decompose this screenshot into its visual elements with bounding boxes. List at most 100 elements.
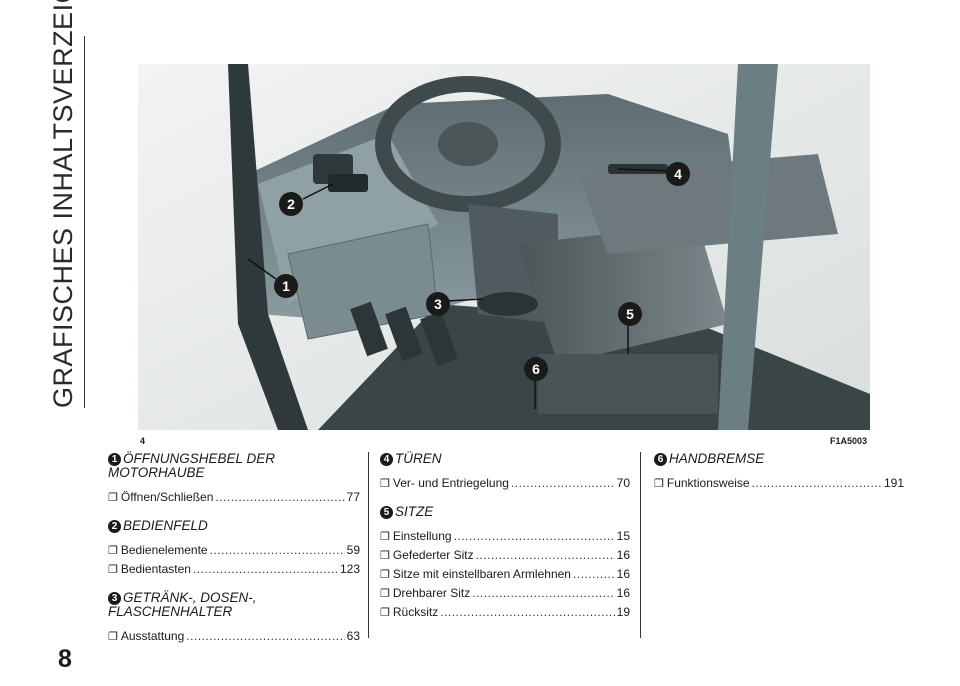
toc-entry[interactable]: ❐ Bedienelemente 59 xyxy=(108,541,360,560)
callout-6-label: 6 xyxy=(532,361,540,377)
side-divider xyxy=(84,36,85,408)
section-number-badge: 5 xyxy=(380,506,393,519)
pedal xyxy=(350,301,388,357)
callout-1-label: 1 xyxy=(282,278,290,294)
door-pillar xyxy=(718,64,778,430)
entry-page: 191 xyxy=(883,476,904,490)
entry-page: 15 xyxy=(616,529,630,543)
toc-entry[interactable]: ❐ Ausstattung 63 xyxy=(108,627,360,646)
toc-entry[interactable]: ❐ Öffnen/Schließen 77 xyxy=(108,488,360,507)
door-frame-left xyxy=(228,64,308,430)
pedal xyxy=(420,311,458,367)
cup-holder xyxy=(478,292,538,316)
section-number-badge: 3 xyxy=(108,592,121,605)
callout-line-2 xyxy=(302,183,334,200)
bullet-icon: ❐ xyxy=(108,492,118,504)
entry-page: 63 xyxy=(346,629,360,643)
section-title: FLASCHENHALTER xyxy=(108,604,233,619)
seat-cushion xyxy=(518,224,728,364)
entry-label: Öffnen/Schließen xyxy=(120,490,214,504)
steering-hub xyxy=(438,122,498,166)
section-title: MOTORHAUBE xyxy=(108,465,205,480)
section-title: ÖFFNUNGSHEBEL DER xyxy=(123,451,276,466)
toc-entry[interactable]: ❐ Drehbarer Sitz 16 xyxy=(380,584,630,603)
column-divider xyxy=(640,452,641,638)
bullet-icon: ❐ xyxy=(380,569,390,581)
callout-6: 6 xyxy=(524,357,548,381)
leader-dots xyxy=(454,527,615,545)
leader-dots xyxy=(193,560,338,578)
toc-entry[interactable]: ❐ Ver- und Entriegelung 70 xyxy=(380,474,630,493)
callout-4: 4 xyxy=(666,162,690,186)
toc-entry[interactable]: ❐ Einstellung 15 xyxy=(380,527,630,546)
callout-1: 1 xyxy=(274,274,298,298)
section-number-badge: 4 xyxy=(380,453,393,466)
callout-line-1 xyxy=(247,258,277,280)
entry-label: Einstellung xyxy=(392,529,452,543)
entry-label: Sitze mit einstellbaren Armlehnen xyxy=(392,567,571,581)
cabin-illustration: 1 2 3 4 5 6 xyxy=(138,64,870,430)
seat-base xyxy=(538,354,718,414)
bullet-icon: ❐ xyxy=(108,631,118,643)
leader-dots xyxy=(472,584,614,602)
leader-dots xyxy=(752,474,882,492)
control-panel xyxy=(328,174,368,192)
leader-dots xyxy=(511,474,615,492)
entry-page: 123 xyxy=(339,562,360,576)
callout-3: 3 xyxy=(426,292,450,316)
toc-entry[interactable]: ❐ Bedientasten 123 xyxy=(108,560,360,579)
section-title: HANDBREMSE xyxy=(669,451,765,466)
callout-2: 2 xyxy=(279,192,303,216)
callout-3-label: 3 xyxy=(434,296,442,312)
entry-page: 70 xyxy=(616,476,630,490)
page-number: 8 xyxy=(58,645,72,673)
side-title: GRAFISCHES INHALTSVERZEICHNIS xyxy=(48,0,78,408)
leader-dots xyxy=(210,541,345,559)
toc-entry[interactable]: ❐ Sitze mit einstellbaren Armlehnen 16 xyxy=(380,565,630,584)
toc-entry[interactable]: ❐ Gefederter Sitz 16 xyxy=(380,546,630,565)
entry-page: 16 xyxy=(616,567,630,581)
bullet-icon: ❐ xyxy=(380,588,390,600)
leader-dots xyxy=(476,546,615,564)
figure-code: F1A5003 xyxy=(830,436,868,446)
bullet-icon: ❐ xyxy=(380,531,390,543)
door-handle xyxy=(608,164,668,174)
figure-page-ref: 4 xyxy=(140,436,146,446)
toc-entry[interactable]: ❐ Rücksitz 19 xyxy=(380,603,630,622)
bullet-icon: ❐ xyxy=(380,550,390,562)
entry-page: 19 xyxy=(616,605,630,619)
section-number-badge: 2 xyxy=(108,520,121,533)
section-title: SITZE xyxy=(395,504,434,519)
entry-label: Ausstattung xyxy=(120,629,185,643)
leader-dots xyxy=(215,488,344,506)
pedal xyxy=(385,306,423,362)
entry-label: Bedientasten xyxy=(120,562,191,576)
leader-dots xyxy=(573,565,615,583)
cabin-drawing: 1 2 3 4 5 6 xyxy=(138,64,870,430)
entry-page: 16 xyxy=(616,548,630,562)
entry-label: Gefederter Sitz xyxy=(392,548,474,562)
callout-4-label: 4 xyxy=(674,166,682,182)
bullet-icon: ❐ xyxy=(108,545,118,557)
entry-label: Ver- und Entriegelung xyxy=(392,476,509,490)
entry-page: 77 xyxy=(346,490,360,504)
section-title: TÜREN xyxy=(395,451,442,466)
entry-page: 16 xyxy=(616,586,630,600)
toc-entry[interactable]: ❐ Funktionsweise 191 xyxy=(654,474,904,493)
bullet-icon: ❐ xyxy=(654,478,664,490)
bullet-icon: ❐ xyxy=(380,607,390,619)
entry-label: Funktionsweise xyxy=(666,476,750,490)
bullet-icon: ❐ xyxy=(380,478,390,490)
